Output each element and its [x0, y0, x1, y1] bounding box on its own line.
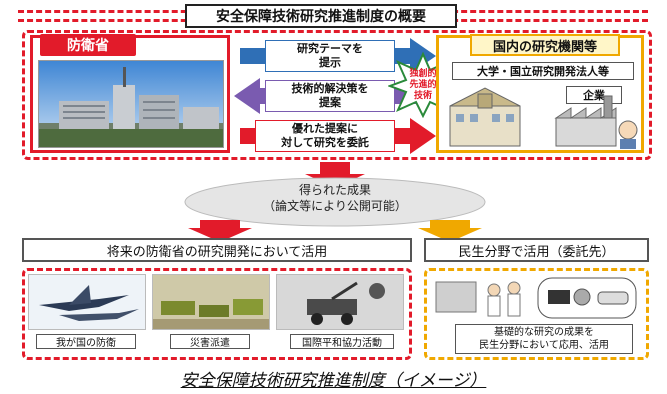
down-arrow-defense [188, 220, 252, 242]
star-line1: 独創的 [409, 68, 437, 79]
ministry-label: 防衛省 [40, 34, 136, 56]
civil-header: 民生分野で活用（委託先） [424, 238, 649, 262]
robot-illustration [277, 275, 403, 329]
defense-tile-image-1 [28, 274, 146, 330]
overview-frame [22, 30, 652, 160]
defense-tile-label-2: 災害派遣 [170, 334, 250, 349]
results-line2: （論文等により公開可能） [263, 199, 407, 213]
defense-frame [22, 268, 412, 360]
civil-frame [424, 268, 649, 360]
civil-caption: 基礎的な研究の成果を 民生分野において応用、活用 [455, 324, 633, 354]
present-theme-line2: 提示 [319, 56, 341, 69]
institutions-label: 国内の研究機関等 [470, 34, 620, 56]
star-line2: 先進的 [409, 79, 437, 90]
results-cloud [184, 162, 486, 242]
defense-tile-image-3 [276, 274, 404, 330]
institution-illustration [449, 87, 638, 149]
defense-header: 将来の防衛省の研究開発において活用 [22, 238, 412, 262]
defense-tile-label-3: 国際平和協力活動 [290, 334, 394, 349]
commission-line1: 優れた提案に [292, 122, 358, 135]
commission-label: 優れた提案に 対して研究を委託 [255, 120, 395, 152]
page-title: 安全保障技術研究推進制度の概要 [185, 4, 457, 28]
building-illustration [39, 61, 223, 147]
propose-solution-label: 技術的解決策を 提案 [265, 80, 395, 112]
vehicles-illustration [153, 275, 269, 329]
footer-caption: 安全保障技術研究推進制度（イメージ） [180, 370, 487, 391]
down-arrow-civil [418, 220, 482, 242]
aircraft-illustration [29, 275, 145, 329]
university-label: 大学・国立研究開発法人等 [452, 62, 634, 80]
down-arrow-results [305, 162, 365, 188]
civil-illustration [435, 277, 637, 319]
defense-tile-image-2 [152, 274, 270, 330]
defense-tile-label-1: 我が国の防衛 [36, 334, 136, 349]
present-theme-line1: 研究テーマを [297, 42, 363, 55]
star-line3: 技術 [413, 90, 432, 101]
star-text: 独創的 先進的 技術 [396, 60, 450, 110]
propose-solution-line2: 提案 [319, 96, 341, 109]
commission-line2: 対して研究を委託 [281, 136, 369, 149]
present-theme-label: 研究テーマを 提示 [265, 40, 395, 72]
civil-caption-line2: 民生分野において応用、活用 [479, 340, 609, 351]
ministry-building-photo [38, 60, 224, 148]
results-line1: 得られた成果 [298, 183, 371, 197]
propose-solution-line1: 技術的解決策を [291, 82, 369, 95]
civil-caption-line1: 基礎的な研究の成果を [494, 327, 594, 338]
results-text: 得られた成果 （論文等により公開可能） [245, 178, 425, 218]
